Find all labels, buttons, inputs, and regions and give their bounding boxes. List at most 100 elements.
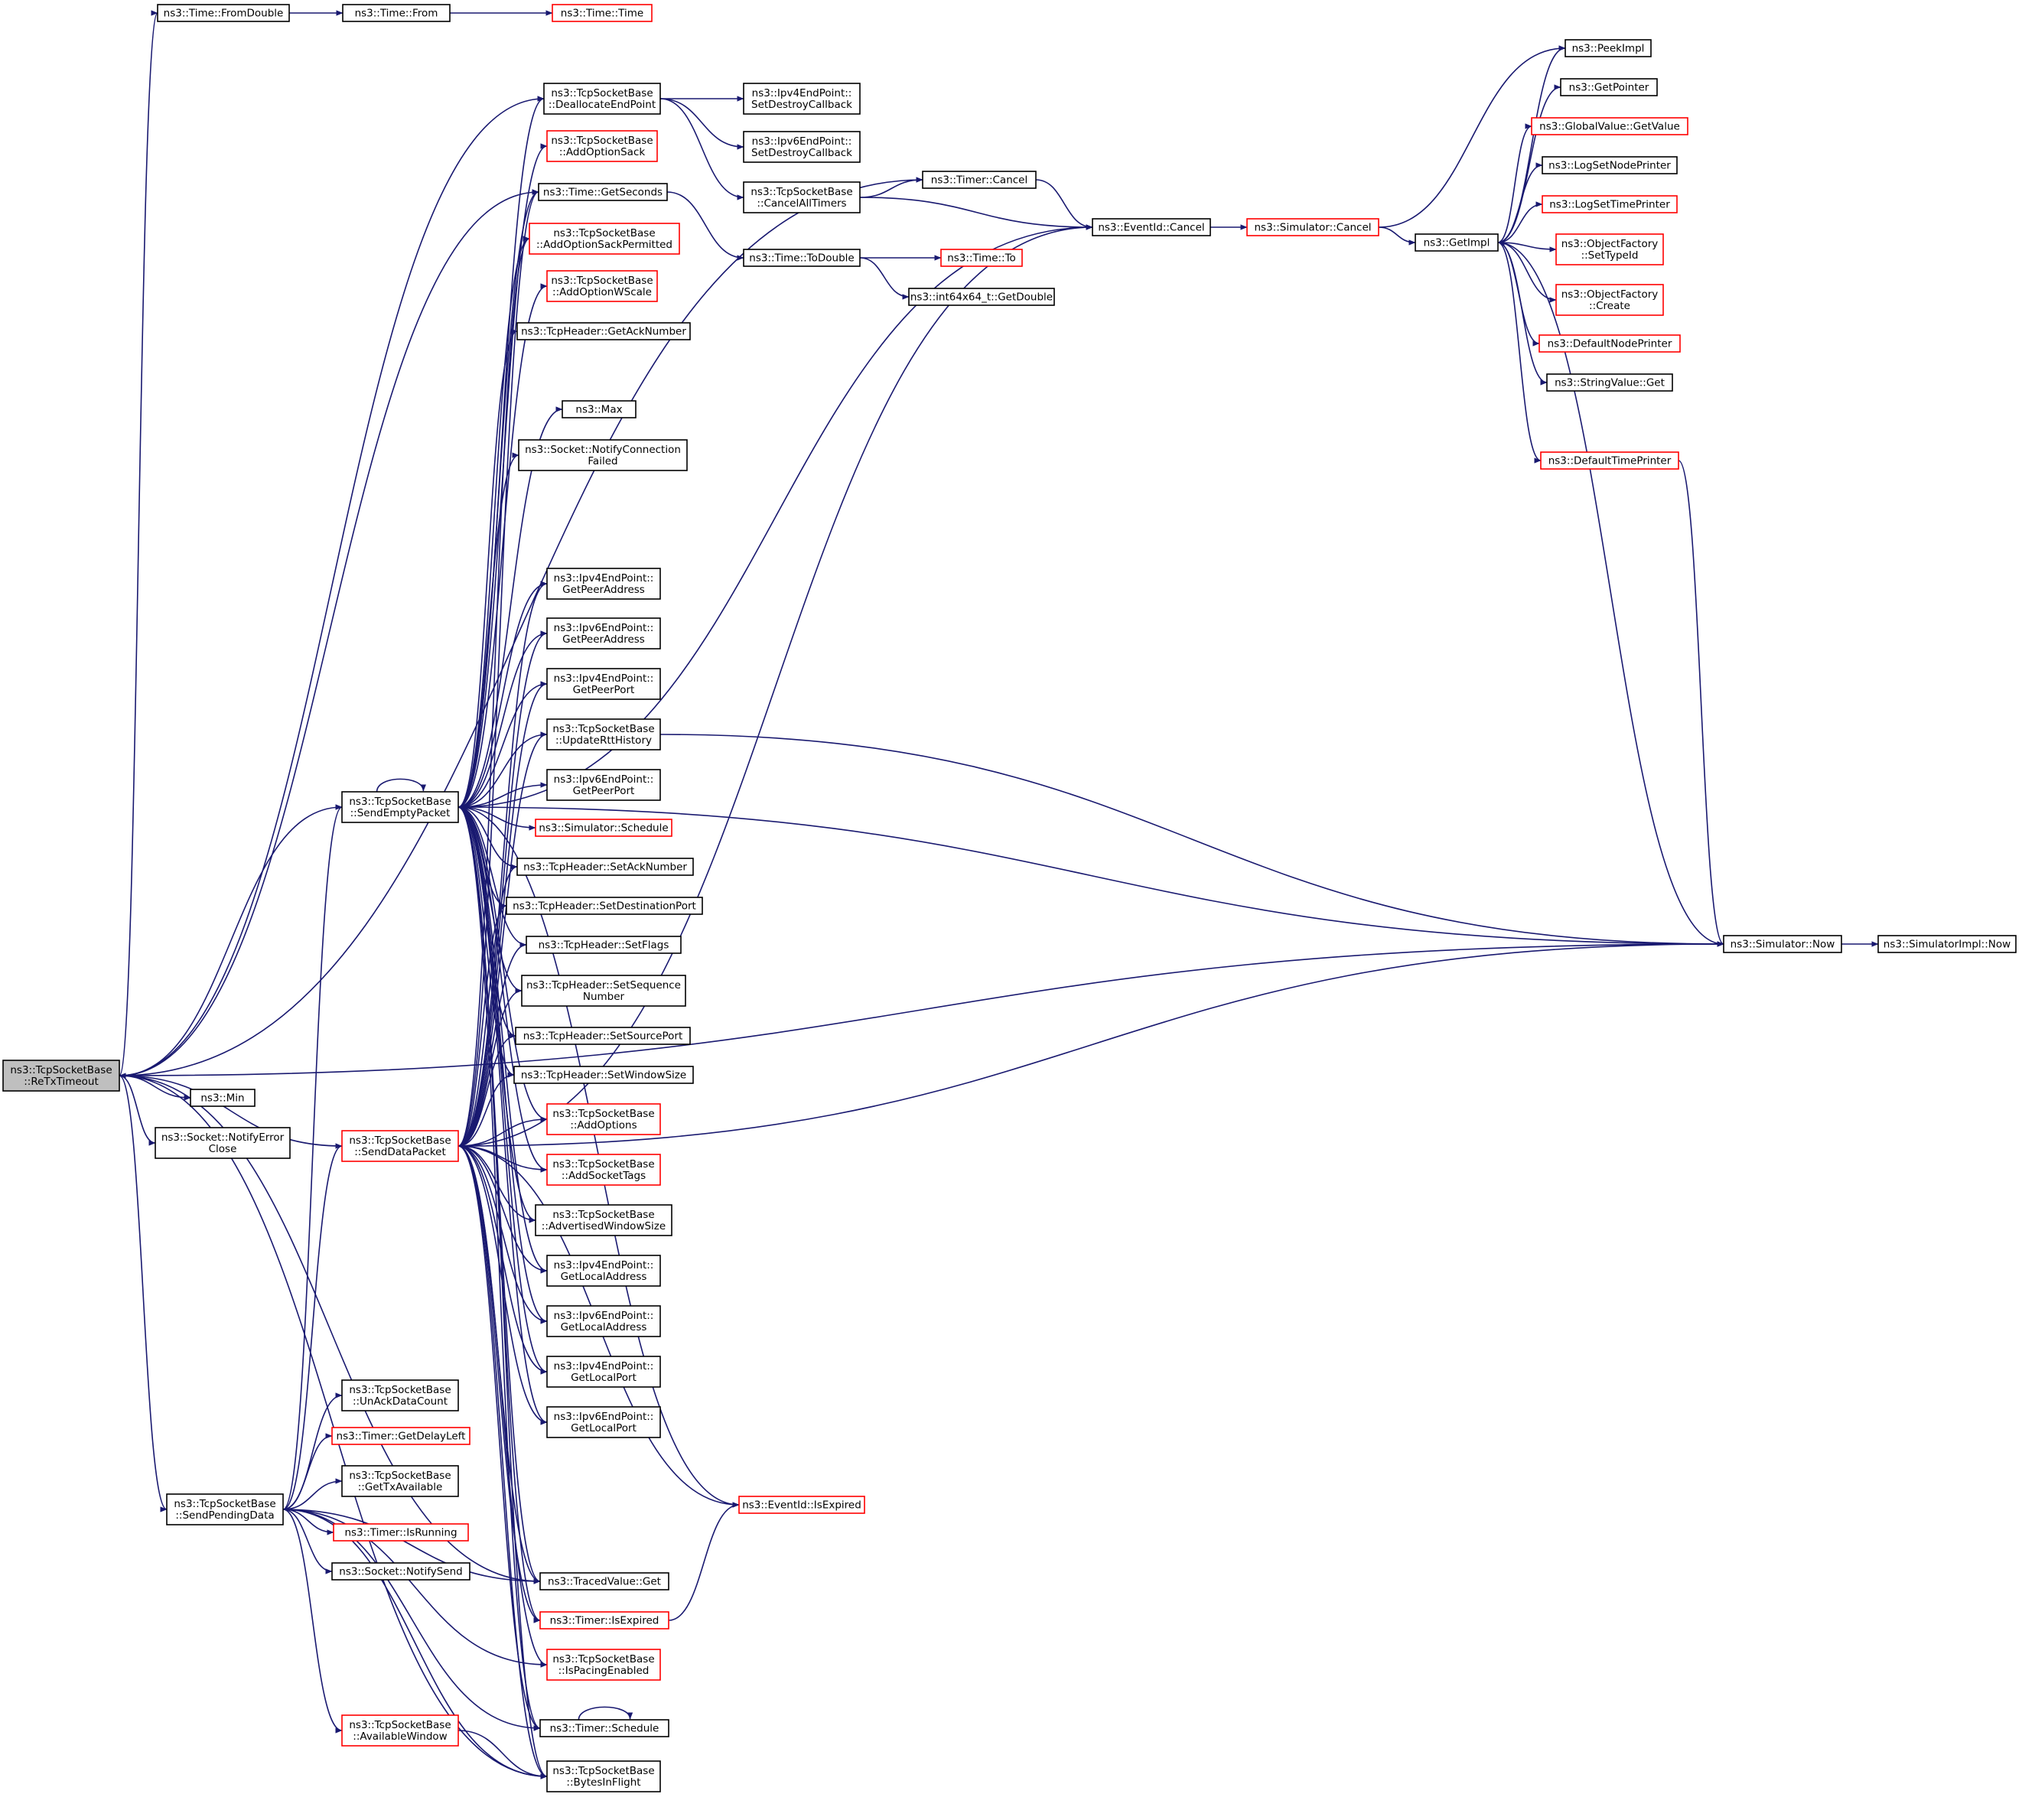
node-sendempty[interactable]: ns3::TcpSocketBase::SendEmptyPacket: [341, 791, 459, 823]
node-label: ns3::ObjectFactory: [1561, 238, 1659, 250]
node-box: [1246, 218, 1379, 236]
node-setflags[interactable]: ns3::TcpHeader::SetFlags: [526, 936, 682, 954]
node-addsackperm[interactable]: ns3::TcpSocketBase::AddOptionSackPermitt…: [529, 223, 680, 255]
edge-senddata-to-ipv4peerport: [457, 681, 548, 1147]
node-pacing[interactable]: ns3::TcpSocketBase::IsPacingEnabled: [546, 1649, 661, 1681]
node-label: ns3::Socket::NotifyError: [161, 1131, 285, 1144]
node-getseconds[interactable]: ns3::Time::GetSeconds: [538, 183, 668, 201]
node-simnow[interactable]: ns3::Simulator::Now: [1723, 935, 1842, 953]
node-eventcancel[interactable]: ns3::EventId::Cancel: [1092, 218, 1211, 236]
node-getpointer[interactable]: ns3::GetPointer: [1560, 78, 1658, 96]
node-senddata[interactable]: ns3::TcpSocketBase::SendDataPacket: [341, 1130, 459, 1162]
edge-retx-to-simnow: [119, 941, 1724, 1076]
node-ipv6peerport[interactable]: ns3::Ipv6EndPoint::GetPeerPort: [546, 769, 661, 801]
node-isrunning[interactable]: ns3::Timer::IsRunning: [333, 1523, 469, 1542]
node-svget[interactable]: ns3::StringValue::Get: [1546, 373, 1673, 392]
node-canceltimers[interactable]: ns3::TcpSocketBase::CancelAllTimers: [743, 181, 861, 213]
node-tracedget[interactable]: ns3::TracedValue::Get: [539, 1572, 669, 1590]
node-max[interactable]: ns3::Max: [562, 400, 637, 418]
node-label: ns3::EventId::Cancel: [1098, 222, 1204, 234]
node-timerisexpired[interactable]: ns3::Timer::IsExpired: [539, 1611, 669, 1630]
node-getimpl[interactable]: ns3::GetImpl: [1415, 233, 1499, 252]
edge-senddata-to-ipv6peeraddr: [457, 630, 548, 1147]
node-label: ns3::Time::FromDouble: [164, 8, 284, 20]
node-ipv6destroy[interactable]: ns3::Ipv6EndPoint::SetDestroyCallback: [743, 131, 861, 163]
node-simimplnow[interactable]: ns3::SimulatorImpl::Now: [1877, 935, 2017, 953]
node-updatertt[interactable]: ns3::TcpSocketBase::UpdateRttHistory: [546, 718, 661, 750]
node-simschedule[interactable]: ns3::Simulator::Schedule: [535, 819, 672, 837]
node-label: ns3::Timer::GetDelayLeft: [337, 1431, 466, 1443]
node-timercancel[interactable]: ns3::Timer::Cancel: [922, 171, 1037, 189]
node-int64get[interactable]: ns3::int64x64_t::GetDouble: [908, 288, 1055, 306]
node-ipv4peeraddr[interactable]: ns3::Ipv4EndPoint::GetPeerAddress: [546, 568, 661, 600]
node-label: ::UnAckDataCount: [353, 1395, 448, 1408]
node-ipv6localaddr[interactable]: ns3::Ipv6EndPoint::GetLocalAddress: [546, 1305, 661, 1337]
node-defnodeprinter[interactable]: ns3::DefaultNodePrinter: [1538, 334, 1681, 353]
node-ipv4peerport[interactable]: ns3::Ipv4EndPoint::GetPeerPort: [546, 668, 661, 700]
node-timerschedule[interactable]: ns3::Timer::Schedule: [539, 1719, 669, 1737]
node-getack[interactable]: ns3::TcpHeader::GetAckNumber: [516, 322, 691, 340]
node-addoptions[interactable]: ns3::TcpSocketBase::AddOptions: [546, 1103, 661, 1135]
node-time[interactable]: ns3::Time::Time: [552, 4, 653, 22]
edge-getseconds-to-todouble: [666, 191, 744, 261]
node-ofcreate[interactable]: ns3::ObjectFactory::Create: [1555, 284, 1664, 316]
edge-sendempty-to-ipv4peeraddr: [457, 581, 548, 808]
node-gvgetvalue[interactable]: ns3::GlobalValue::GetValue: [1531, 117, 1688, 135]
node-simcancel[interactable]: ns3::Simulator::Cancel: [1246, 218, 1379, 236]
node-ipv4localaddr[interactable]: ns3::Ipv4EndPoint::GetLocalAddress: [546, 1255, 661, 1287]
node-availwin[interactable]: ns3::TcpSocketBase::AvailableWindow: [341, 1714, 459, 1747]
node-dealloc[interactable]: ns3::TcpSocketBase::DeallocateEndPoint: [543, 83, 661, 115]
node-min[interactable]: ns3::Min: [190, 1089, 256, 1107]
node-timeto[interactable]: ns3::Time::To: [940, 249, 1023, 267]
node-from[interactable]: ns3::Time::From: [342, 4, 451, 22]
node-ipv6peeraddr[interactable]: ns3::Ipv6EndPoint::GetPeerAddress: [546, 617, 661, 650]
node-box: [546, 1356, 661, 1388]
node-box: [1415, 233, 1499, 252]
node-ipv6localport[interactable]: ns3::Ipv6EndPoint::GetLocalPort: [546, 1406, 661, 1438]
node-getdelayleft[interactable]: ns3::Timer::GetDelayLeft: [331, 1427, 470, 1445]
edge-senddata-to-timerisexpired: [457, 1145, 541, 1623]
node-logsettime[interactable]: ns3::LogSetTimePrinter: [1542, 195, 1678, 213]
node-label: ns3::Time::GetSeconds: [543, 187, 663, 199]
node-addsack[interactable]: ns3::TcpSocketBase::AddOptionSack: [546, 130, 658, 162]
node-addwscale[interactable]: ns3::TcpSocketBase::AddOptionWScale: [546, 270, 658, 302]
node-gettxavail[interactable]: ns3::TcpSocketBase::GetTxAvailable: [341, 1465, 459, 1497]
edge-retx-to-timercancel: [119, 177, 923, 1076]
node-todouble[interactable]: ns3::Time::ToDouble: [743, 249, 861, 267]
node-label: ns3::Ipv6EndPoint::: [554, 1411, 654, 1423]
node-label: ns3::TcpSocketBase: [552, 723, 654, 735]
node-isexpiredevt[interactable]: ns3::EventId::IsExpired: [738, 1496, 865, 1514]
node-bytesinflight[interactable]: ns3::TcpSocketBase::BytesInFlight: [546, 1760, 661, 1792]
edge-sendpending-to-notifysend: [282, 1509, 333, 1574]
node-addtags[interactable]: ns3::TcpSocketBase::AddSocketTags: [546, 1154, 661, 1186]
edge-senddata-to-pacing: [457, 1145, 548, 1668]
node-setack[interactable]: ns3::TcpHeader::SetAckNumber: [516, 858, 694, 876]
node-setsrcport[interactable]: ns3::TcpHeader::SetSourcePort: [515, 1027, 691, 1045]
node-ipv4destroy[interactable]: ns3::Ipv4EndPoint::SetDestroyCallback: [743, 83, 861, 115]
node-label: ::UpdateRttHistory: [555, 734, 652, 747]
node-deftimeprinter[interactable]: ns3::DefaultTimePrinter: [1540, 451, 1679, 470]
node-advwin[interactable]: ns3::TcpSocketBase::AdvertisedWindowSize: [535, 1204, 672, 1236]
node-fromdouble[interactable]: ns3::Time::FromDouble: [157, 4, 290, 22]
node-ofsettypeid[interactable]: ns3::ObjectFactory::SetTypeId: [1555, 233, 1664, 265]
node-setwin[interactable]: ns3::TcpHeader::SetWindowSize: [513, 1066, 694, 1084]
node-box: [342, 4, 451, 22]
node-notifysend[interactable]: ns3::Socket::NotifySend: [331, 1562, 470, 1581]
node-label: ns3::TcpHeader::SetAckNumber: [523, 861, 687, 874]
node-ipv4localport[interactable]: ns3::Ipv4EndPoint::GetLocalPort: [546, 1356, 661, 1388]
node-logsetnode[interactable]: ns3::LogSetNodePrinter: [1542, 156, 1678, 174]
node-retx[interactable]: ns3::TcpSocketBase::ReTxTimeout: [2, 1060, 120, 1092]
node-unack[interactable]: ns3::TcpSocketBase::UnAckDataCount: [341, 1379, 459, 1411]
node-peekimpl[interactable]: ns3::PeekImpl: [1565, 39, 1652, 57]
node-box: [743, 83, 861, 115]
node-box: [1560, 78, 1658, 96]
edge-getimpl-to-logsetnode: [1497, 162, 1543, 243]
node-label: ::IsPacingEnabled: [558, 1665, 650, 1677]
node-sendpending[interactable]: ns3::TcpSocketBase::SendPendingData: [166, 1493, 284, 1525]
node-setdstport[interactable]: ns3::TcpHeader::SetDestinationPort: [506, 897, 703, 915]
edge-sendempty-to-ipv4peerport: [457, 681, 548, 808]
edge-senddata-to-ipv4localaddr: [457, 1145, 548, 1274]
